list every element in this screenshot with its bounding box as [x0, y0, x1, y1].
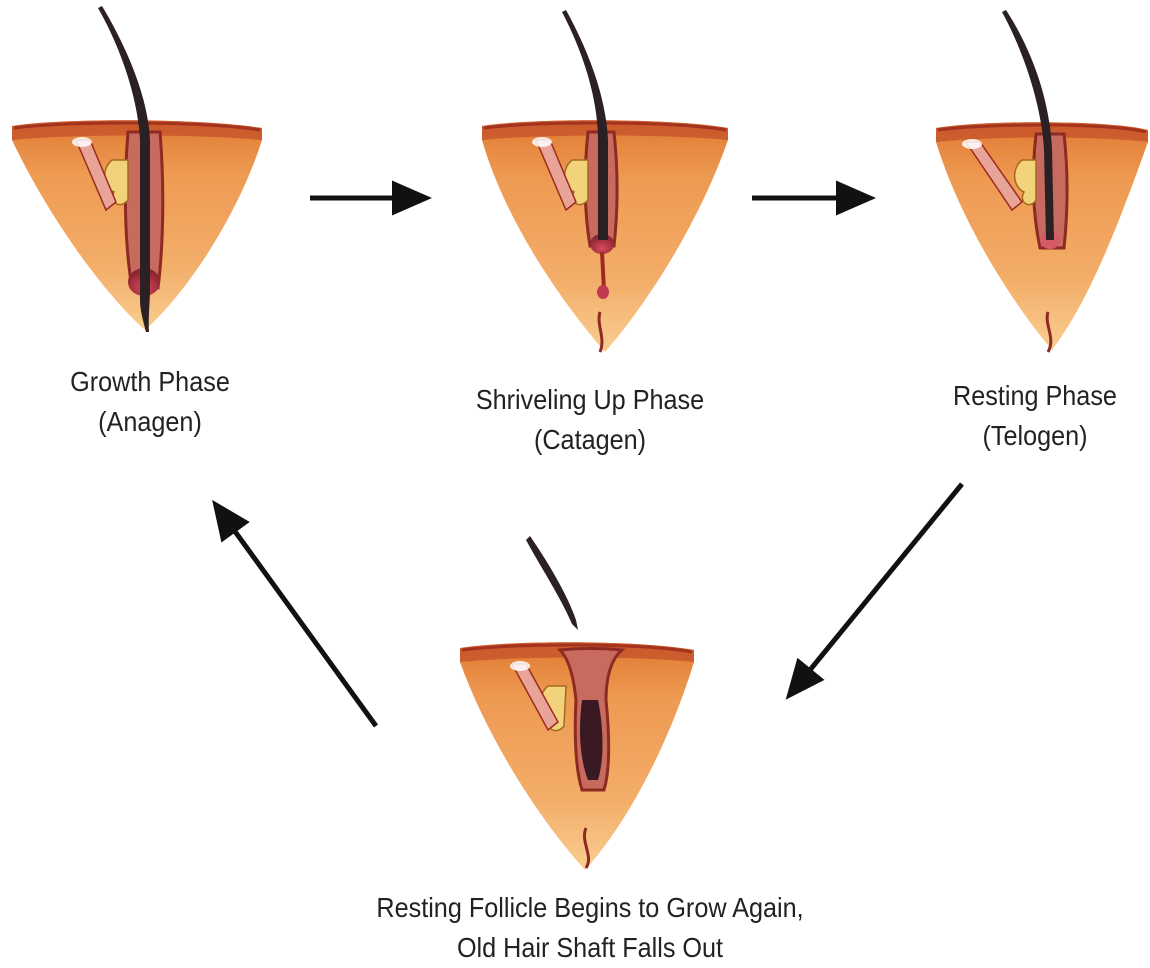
phase-label-regrowth: Resting Follicle Begins to Grow Again, O…: [320, 888, 860, 968]
phase-term: (Anagen): [33, 402, 267, 442]
regrowth-follicle-illustration: [460, 536, 694, 870]
phase-name: Resting Follicle Begins to Grow Again,: [320, 888, 860, 928]
phase-label-telogen: Resting Phase (Telogen): [923, 376, 1148, 456]
catagen-follicle-illustration: [482, 10, 728, 352]
shed-hair-shaft: [526, 536, 578, 630]
anagen-follicle-illustration: [12, 6, 262, 332]
phase-label-catagen: Shriveling Up Phase (Catagen): [455, 380, 725, 460]
phase-term: (Catagen): [455, 420, 725, 460]
phase-term: Old Hair Shaft Falls Out: [320, 928, 860, 968]
phase-label-anagen: Growth Phase (Anagen): [33, 362, 267, 442]
arrow-regrowth-to-anagen: [218, 508, 376, 726]
phase-name: Resting Phase: [923, 376, 1148, 416]
phase-term: (Telogen): [923, 416, 1148, 456]
phase-name: Growth Phase: [33, 362, 267, 402]
arrow-telogen-to-regrowth: [792, 484, 962, 692]
telogen-follicle-illustration: [936, 10, 1148, 352]
phase-name: Shriveling Up Phase: [455, 380, 725, 420]
